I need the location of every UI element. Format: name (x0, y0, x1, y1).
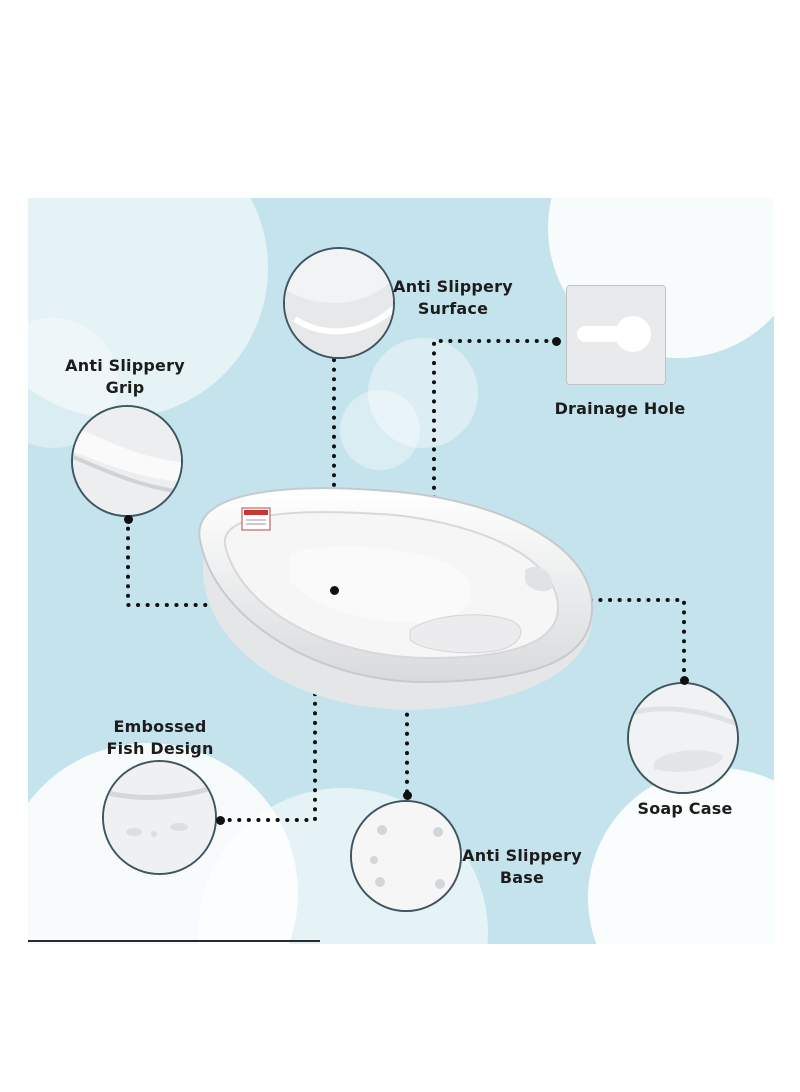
drainage-hole-thumb (566, 285, 666, 385)
label-grip-line1: Anti Slippery (65, 356, 185, 375)
label-fish-line2: Fish Design (106, 739, 214, 758)
label-anti-slippery-base: Anti Slippery Base (462, 845, 582, 889)
soap-case-thumb (627, 682, 739, 794)
divider-line (28, 940, 320, 942)
label-grip-line2: Grip (105, 378, 145, 397)
label-anti-slippery-grip: Anti Slippery Grip (65, 355, 185, 399)
dot-base (403, 791, 412, 800)
connector-fish (218, 663, 317, 822)
label-anti-slippery-surface: Anti Slippery Surface (393, 276, 513, 320)
bubble-center-mid (368, 338, 478, 448)
anti-slippery-grip-thumb (71, 405, 183, 517)
anti-slippery-surface-thumb (283, 247, 395, 359)
label-drainage-hole: Drainage Hole (554, 399, 686, 418)
label-base-line1: Anti Slippery (462, 846, 582, 865)
label-base-line2: Base (499, 868, 545, 887)
baby-bathtub (198, 487, 594, 710)
dot-soap (680, 676, 689, 685)
anti-slippery-base-thumb (350, 800, 462, 912)
connector-grip (126, 517, 280, 607)
dot-fish (216, 816, 225, 825)
label-embossed-fish-design: Embossed Fish Design (100, 716, 220, 760)
dot-drainage (552, 337, 561, 346)
dot-surface (330, 586, 339, 595)
label-soap-case: Soap Case (637, 799, 733, 818)
dot-grip (124, 515, 133, 524)
label-surface-line1: Anti Slippery (393, 277, 513, 296)
label-fish-line1: Embossed (113, 717, 207, 736)
embossed-fish-design-thumb (102, 760, 217, 875)
label-surface-line2: Surface (417, 299, 489, 318)
bubble-center-small (340, 390, 420, 470)
